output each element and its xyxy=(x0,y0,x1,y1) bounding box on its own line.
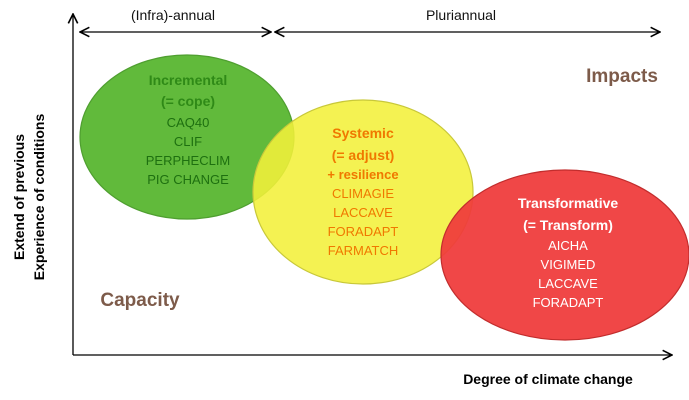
infra-annual-label: (Infra)-annual xyxy=(131,7,215,23)
incremental-project: CAQ40 xyxy=(167,115,210,130)
systemic-subtitle: (= adjust) xyxy=(332,147,395,163)
systemic-project: FARMATCH xyxy=(328,243,399,258)
transformative-group: Transformative (= Transform) AICHA VIGIM… xyxy=(518,195,619,310)
systemic-title: Systemic xyxy=(332,125,394,141)
transformative-ellipse xyxy=(440,169,689,341)
y-axis-label-line1: Extend of previous xyxy=(11,134,27,260)
transformative-title: Transformative xyxy=(518,195,619,211)
capacity-label: Capacity xyxy=(100,290,180,311)
systemic-project: FORADAPT xyxy=(328,224,399,239)
pluriannual-label: Pluriannual xyxy=(426,7,496,23)
incremental-subtitle: (= cope) xyxy=(161,93,215,109)
x-axis-label: Degree of climate change xyxy=(463,371,633,387)
y-axis-label-line2: Experience of conditions xyxy=(31,114,47,281)
incremental-project: CLIF xyxy=(174,134,202,149)
systemic-group: Systemic (= adjust) + resilience CLIMAGI… xyxy=(327,125,398,258)
transformative-project: FORADAPT xyxy=(533,295,604,310)
transformative-subtitle: (= Transform) xyxy=(523,217,613,233)
systemic-project: CLIMAGIE xyxy=(332,186,394,201)
transformative-project: AICHA xyxy=(548,238,588,253)
incremental-group: Incremental (= cope) CAQ40 CLIF PERPHECL… xyxy=(146,72,231,187)
incremental-title: Incremental xyxy=(149,72,228,88)
impacts-label: Impacts xyxy=(586,66,658,87)
incremental-project: PIG CHANGE xyxy=(147,172,229,187)
systemic-ellipse xyxy=(252,99,474,285)
transformative-project: VIGIMED xyxy=(541,257,596,272)
systemic-extra: + resilience xyxy=(327,167,398,182)
incremental-project: PERPHECLIM xyxy=(146,153,231,168)
systemic-project: LACCAVE xyxy=(333,205,393,220)
transformative-project: LACCAVE xyxy=(538,276,598,291)
